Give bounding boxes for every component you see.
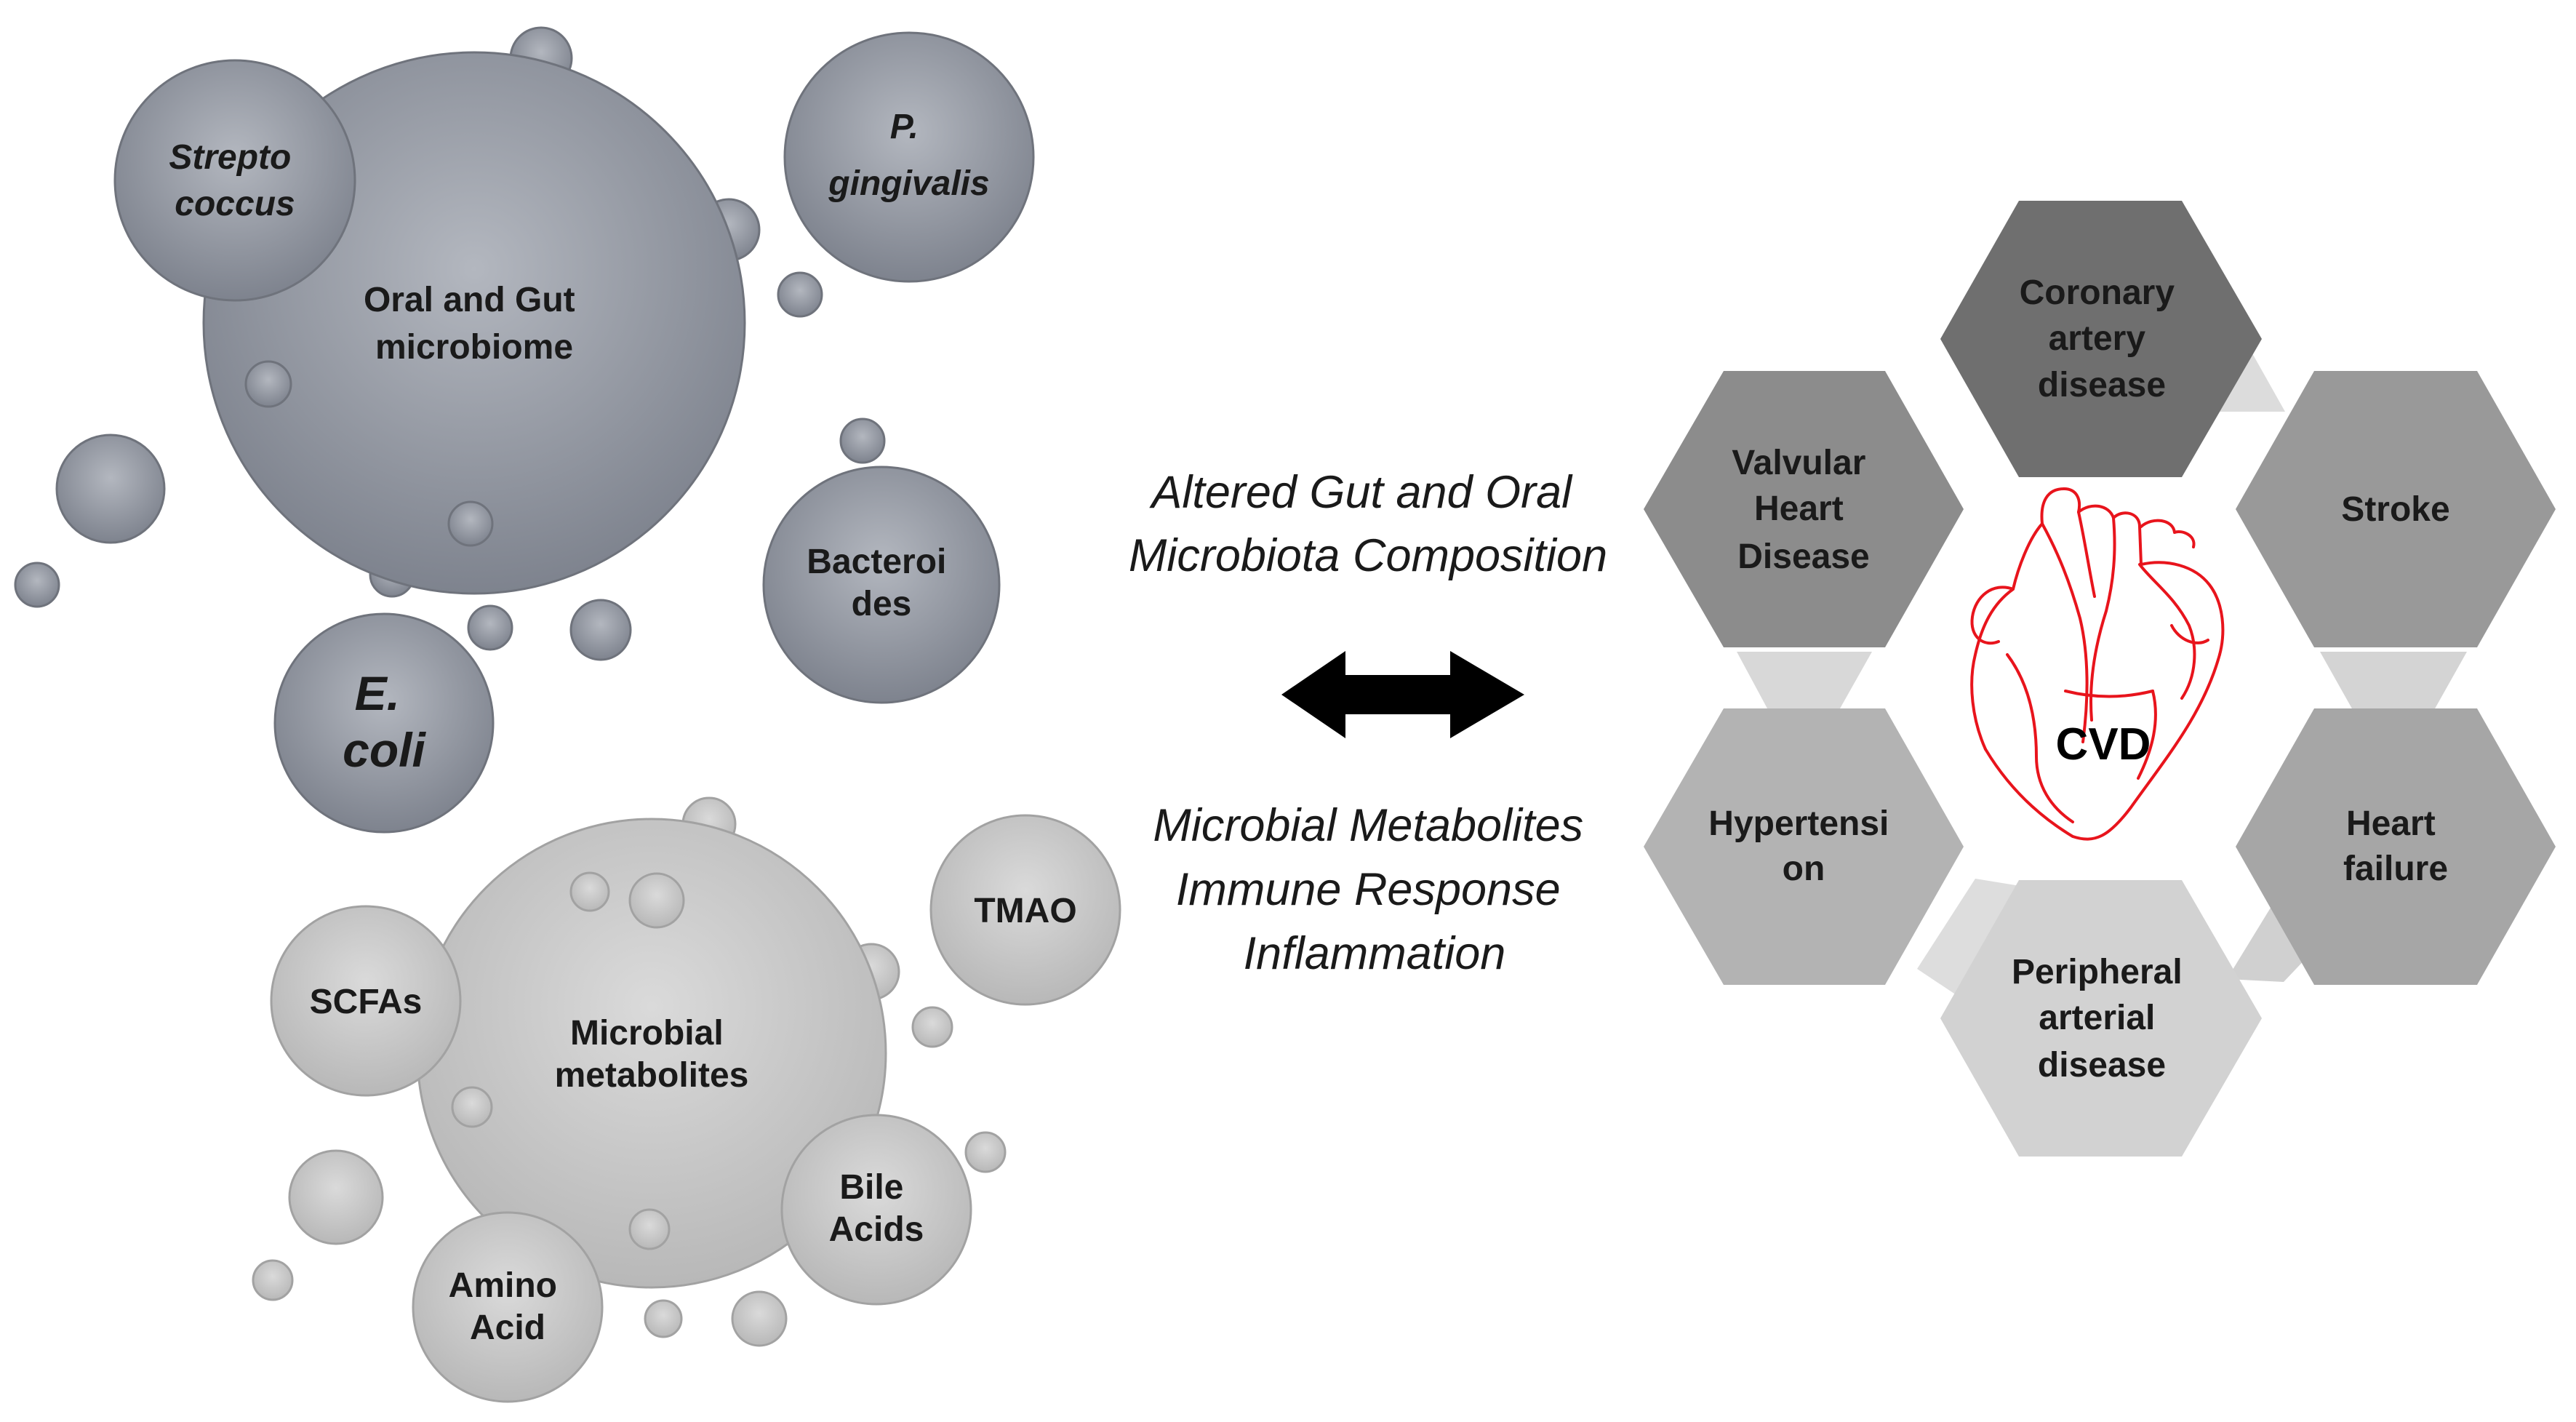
microbiome-inner-dots (244, 360, 494, 547)
metabolite-main-label-line2: metabolites (555, 1056, 749, 1095)
valvular-heart-disease-hex (1644, 371, 1964, 647)
peripheral-arterial-disease-label-line3: disease (2038, 1046, 2166, 1085)
coronary-artery-disease-label: Coronary artery disease (2020, 273, 2185, 404)
stroke-label: Stroke (2341, 490, 2449, 529)
p-gingivalis-label: P. gingivalis (828, 108, 989, 203)
middle-top-text-line2: Microbiota Composition (1129, 530, 1607, 581)
hypertension-label: Hypertensi on (1708, 804, 1898, 888)
middle-bottom-text-line1: Microbial Metabolites (1153, 800, 1583, 851)
p-gingivalis-bubble (783, 31, 1035, 283)
valvular-heart-disease-label-line2: Heart (1754, 490, 1844, 528)
bile-acids-label-line1: Bile (839, 1168, 903, 1207)
valvular-heart-disease-label-line3: Disease (1737, 538, 1869, 576)
scfas-bubble (270, 905, 462, 1097)
middle-bottom-text: Microbial Metabolites Immune Response In… (1153, 800, 1596, 979)
valvular-heart-disease-label-line1: Valvular (1732, 444, 1865, 482)
metabolite-main-label-line1: Microbial (570, 1014, 724, 1052)
bacteroides-bubble (762, 466, 1001, 704)
middle-top-text-line1: Altered Gut and Oral (1148, 467, 1573, 518)
microbiome-main-label-line2: microbiome (375, 328, 573, 367)
metabolite-cluster: Microbial metabolites SCFAs TMAO Bile Ac… (252, 796, 1121, 1403)
streptococcus-label-line2: coccus (175, 185, 295, 223)
streptococcus-label: Strepto coccus (169, 138, 300, 223)
p-gingivalis-label-line1: P. (890, 108, 919, 146)
middle-top-text: Altered Gut and Oral Microbiota Composit… (1129, 467, 1607, 581)
valvular-heart-disease-label: Valvular Heart Disease (1732, 444, 1875, 576)
coronary-artery-disease-label-line1: Coronary (2020, 273, 2175, 312)
peripheral-arterial-disease-label-line2: arterial (2039, 999, 2155, 1037)
hypertension-label-line1: Hypertensi (1708, 804, 1889, 843)
bile-acids-label-line2: Acids (829, 1210, 924, 1249)
hypertension-hex (1644, 708, 1964, 985)
e-coli-label: E. coli (343, 666, 426, 777)
metabolite-inner-dots (451, 871, 685, 1250)
bacteroides-label-line2: des (852, 585, 912, 623)
tmao-bubble (929, 814, 1121, 1006)
microbiome-main-label-line1: Oral and Gut (364, 281, 575, 319)
cvd-cluster: Coronary artery disease Stroke Heart fai… (1644, 201, 2556, 1157)
heart-failure-hex (2236, 708, 2556, 985)
amino-acid-label-line1: Amino (449, 1266, 557, 1305)
coronary-artery-disease-hex (1940, 201, 2262, 477)
heart-icon (1970, 487, 2225, 841)
microbiome-main-label: Oral and Gut microbiome (364, 281, 585, 367)
stroke-hex (2236, 371, 2556, 647)
scfas-label: SCFAs (310, 983, 423, 1021)
metabolite-main-label: Microbial metabolites (555, 1014, 749, 1095)
e-coli-label-line1: E. (355, 666, 400, 720)
stroke-label-line1: Stroke (2341, 490, 2449, 529)
heart-failure-label: Heart failure (2343, 804, 2448, 888)
amino-acid-label-line2: Acid (470, 1309, 545, 1347)
amino-acid-label: Amino Acid (449, 1266, 567, 1347)
amino-acid-bubble (412, 1211, 604, 1403)
middle-section: Altered Gut and Oral Microbiota Composit… (1129, 467, 1607, 979)
heart-failure-label-line1: Heart (2346, 804, 2436, 843)
middle-bottom-text-line3: Inflammation (1244, 928, 1506, 979)
streptococcus-label-line1: Strepto (169, 138, 291, 177)
heart-failure-label-line2: failure (2343, 850, 2448, 888)
scfas-label-line1: SCFAs (310, 983, 423, 1021)
middle-bottom-text-line2: Immune Response (1176, 864, 1561, 915)
bile-acids-bubble (780, 1114, 972, 1306)
tmao-label: TMAO (974, 892, 1076, 930)
e-coli-label-line2: coli (343, 723, 426, 777)
streptococcus-bubble (113, 59, 356, 302)
peripheral-arterial-disease-label-line1: Peripheral (2012, 953, 2183, 991)
bacteroides-label-line1: Bacteroi (807, 543, 946, 581)
peripheral-arterial-disease-label: Peripheral arterial disease (2012, 953, 2192, 1085)
coronary-artery-disease-label-line2: artery (2049, 319, 2146, 358)
bacteroides-label: Bacteroi des (807, 543, 956, 623)
double-headed-arrow (1281, 651, 1524, 738)
tmao-label-line1: TMAO (974, 892, 1076, 930)
p-gingivalis-label-line2: gingivalis (828, 164, 989, 203)
bile-acids-label: Bile Acids (829, 1168, 924, 1249)
cvd-center-label: CVD (2056, 719, 2151, 770)
hypertension-label-line2: on (1783, 850, 1825, 888)
microbiome-cluster: Oral and Gut microbiome Strepto coccus P… (14, 26, 1035, 834)
coronary-artery-disease-label-line3: disease (2038, 366, 2166, 404)
peripheral-arterial-disease-hex (1940, 880, 2262, 1157)
e-coli-bubble (273, 612, 495, 834)
